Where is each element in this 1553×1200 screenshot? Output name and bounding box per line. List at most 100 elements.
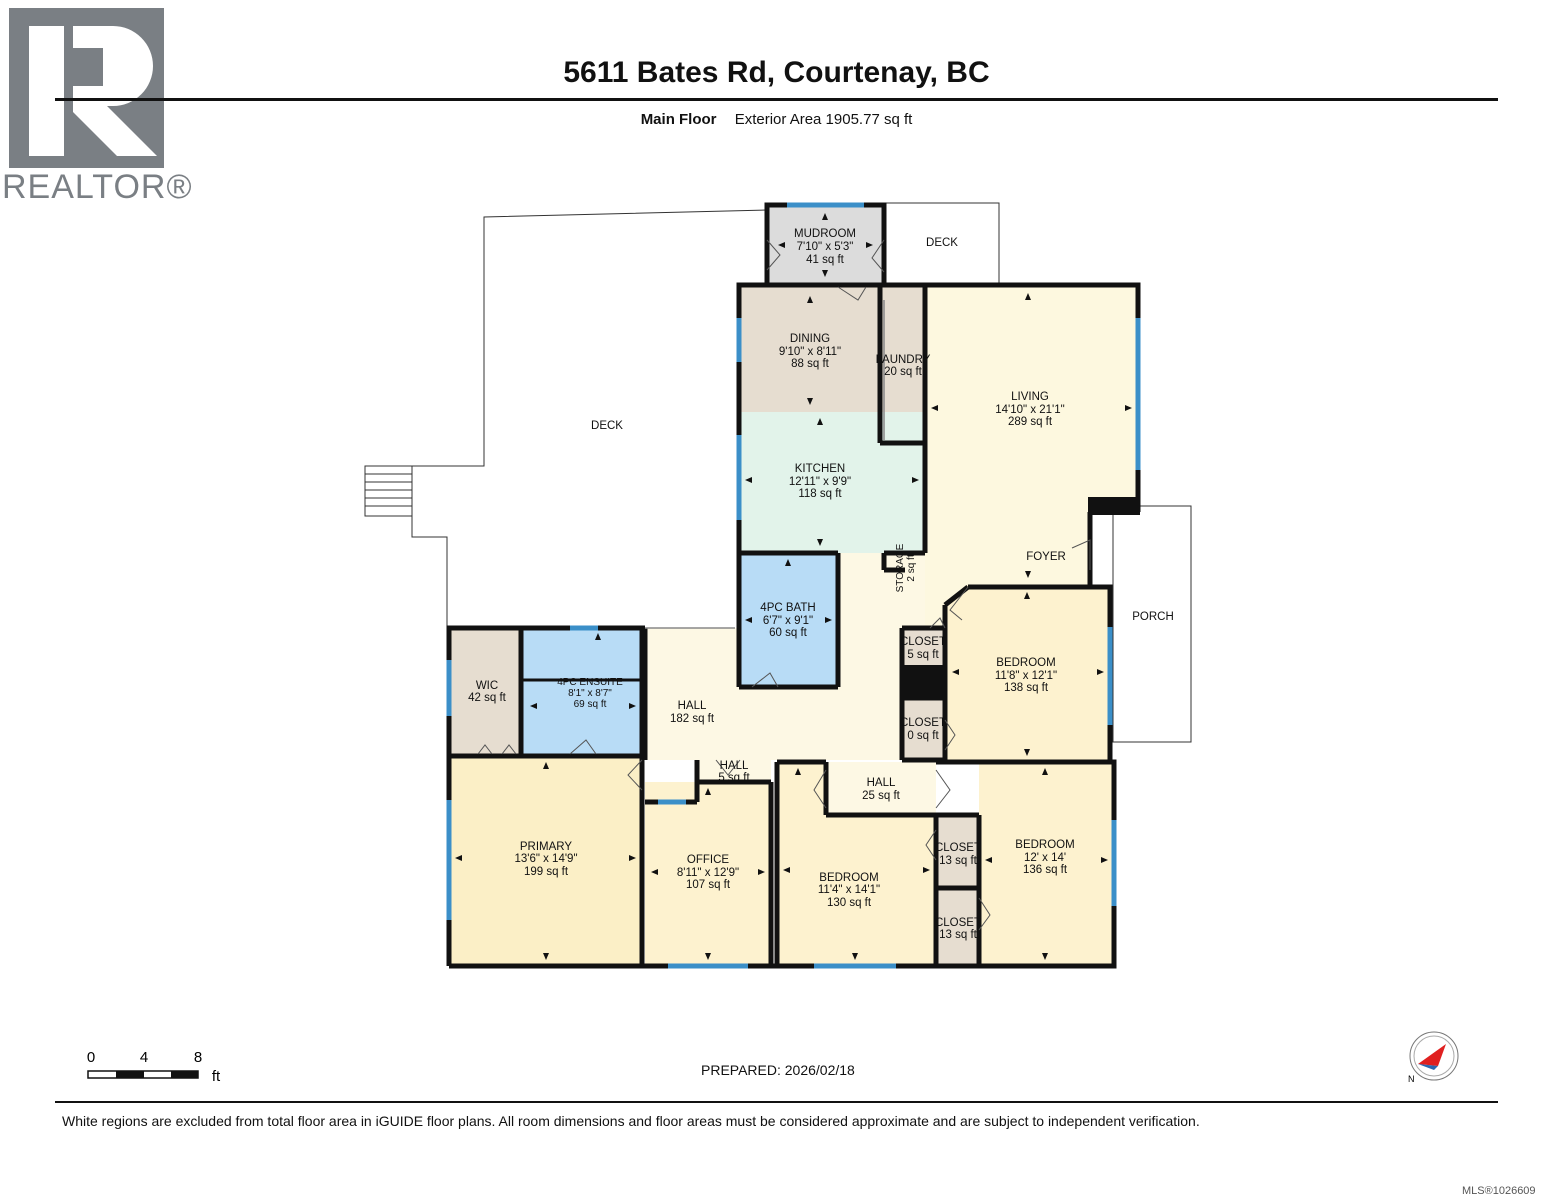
dining-fill bbox=[739, 287, 880, 412]
ensuite-name: 4PC ENSUITE bbox=[557, 677, 623, 688]
ensuite-dims: 8'1" x 8'7" bbox=[568, 688, 612, 699]
office-fill bbox=[645, 782, 771, 966]
dining-dims: 9'10" x 8'11" bbox=[779, 346, 841, 358]
deck-stairs bbox=[364, 465, 413, 517]
closet3-name: CLOSET bbox=[935, 842, 981, 854]
closet1-fill bbox=[902, 628, 943, 666]
floor-label: Main Floor bbox=[640, 111, 717, 128]
scale-tick-0: 0 bbox=[87, 1049, 95, 1066]
room-bath: 4PC BATH 6'7" x 9'1" 60 sq ft bbox=[760, 602, 815, 639]
closet2-name: CLOSET bbox=[900, 717, 946, 729]
bedroom1-area: 138 sq ft bbox=[1004, 682, 1049, 694]
kitchen-fill bbox=[739, 412, 925, 553]
room-closet1: CLOSET 5 sq ft bbox=[900, 636, 946, 661]
closet4-fill bbox=[936, 888, 979, 966]
wall-block-closet bbox=[903, 665, 943, 699]
scale-tick-8: 8 bbox=[194, 1049, 202, 1066]
kitchen-dims: 12'11" x 9'9" bbox=[789, 476, 851, 488]
ensuite-area: 69 sq ft bbox=[574, 699, 607, 710]
hall-main-area: 182 sq ft bbox=[670, 713, 715, 725]
hall-mid-area: 25 sq ft bbox=[862, 790, 901, 802]
room-hall-main: HALL 182 sq ft bbox=[670, 700, 715, 725]
bedroom1-fill bbox=[943, 585, 1112, 762]
porch-outline bbox=[1112, 505, 1192, 743]
deck-main-label: DECK bbox=[591, 420, 623, 432]
closet4-name: CLOSET bbox=[935, 917, 981, 929]
closet2-fill bbox=[902, 698, 943, 760]
bedroom1-name: BEDROOM bbox=[996, 657, 1055, 669]
living-dims: 14'10" x 21'1" bbox=[995, 404, 1064, 416]
room-closet4: CLOSET 13 sq ft bbox=[935, 917, 981, 941]
doors bbox=[477, 239, 1091, 931]
deck-top-label: DECK bbox=[926, 237, 958, 249]
wic-area: 42 sq ft bbox=[468, 692, 507, 704]
mudroom-area: 41 sq ft bbox=[806, 254, 845, 266]
scale-unit: ft bbox=[212, 1068, 221, 1085]
living-fill bbox=[925, 287, 1138, 628]
bedroom2-area: 130 sq ft bbox=[827, 897, 872, 909]
prepared-date: PREPARED: 2026/02/18 bbox=[701, 1062, 855, 1078]
room-wic: WIC 42 sq ft bbox=[468, 680, 507, 704]
closet1-area: 5 sq ft bbox=[907, 649, 939, 661]
disclaimer: White regions are excluded from total fl… bbox=[62, 1113, 1200, 1129]
primary-fill bbox=[449, 756, 642, 966]
bath-dims: 6'7" x 9'1" bbox=[763, 615, 813, 627]
room-ensuite: 4PC ENSUITE 8'1" x 8'7" 69 sq ft bbox=[557, 677, 623, 710]
hall-small-fill bbox=[697, 760, 771, 782]
bedroom3-area: 136 sq ft bbox=[1023, 864, 1068, 876]
porch-label: PORCH bbox=[1132, 611, 1174, 623]
primary-name: PRIMARY bbox=[520, 841, 573, 853]
hall-mid-name: HALL bbox=[867, 777, 896, 789]
closet1-name: CLOSET bbox=[900, 636, 946, 648]
room-living: LIVING 14'10" x 21'1" 289 sq ft bbox=[995, 391, 1064, 428]
realtor-logo bbox=[9, 8, 164, 168]
closet3-fill bbox=[936, 815, 979, 888]
closet2-area: 0 sq ft bbox=[907, 730, 939, 742]
room-closet3: CLOSET 13 sq ft bbox=[935, 842, 981, 867]
compass-icon: N bbox=[1408, 1031, 1459, 1084]
wic-fill bbox=[449, 628, 521, 754]
wic-name: WIC bbox=[476, 680, 498, 692]
bath-area: 60 sq ft bbox=[769, 627, 808, 639]
storage-name: STORAGE bbox=[895, 543, 906, 592]
room-bedroom1: BEDROOM 11'8" x 12'1" 138 sq ft bbox=[995, 657, 1057, 694]
room-primary: PRIMARY 13'6" x 14'9" 199 sq ft bbox=[514, 841, 577, 878]
room-storage: STORAGE 2 sq ft bbox=[895, 543, 917, 592]
dining-name: DINING bbox=[790, 333, 830, 345]
bedroom3-name: BEDROOM bbox=[1015, 839, 1074, 851]
dining-area: 88 sq ft bbox=[791, 358, 830, 370]
mudroom-dims: 7'10" x 5'3" bbox=[797, 241, 854, 253]
wall-block-living bbox=[1088, 497, 1140, 515]
bath-fill bbox=[739, 553, 838, 687]
bedroom1-dims: 11'8" x 12'1" bbox=[995, 670, 1057, 682]
scale-tick-4: 4 bbox=[140, 1049, 148, 1066]
office-area: 107 sq ft bbox=[686, 879, 731, 891]
bedroom3-dims: 12' x 14' bbox=[1024, 852, 1066, 864]
room-hall-mid: HALL 25 sq ft bbox=[862, 777, 901, 802]
bedroom2-fill bbox=[777, 762, 936, 966]
hall-fill bbox=[645, 553, 925, 760]
laundry-name: LAUNDRY bbox=[876, 354, 931, 366]
living-name: LIVING bbox=[1011, 391, 1049, 403]
realtor-wordmark: REALTOR® bbox=[2, 168, 193, 206]
header-divider bbox=[55, 98, 1498, 101]
hall-main-name: HALL bbox=[678, 700, 707, 712]
room-dining: DINING 9'10" x 8'11" 88 sq ft bbox=[779, 333, 841, 370]
deck-outline-main bbox=[364, 209, 768, 628]
bedroom2-name: BEDROOM bbox=[819, 872, 878, 884]
footer-divider bbox=[55, 1101, 1498, 1103]
office-name: OFFICE bbox=[687, 854, 729, 866]
ensuite-fill bbox=[521, 628, 642, 754]
hall-small-name: HALL bbox=[720, 760, 749, 772]
room-bedroom3: BEDROOM 12' x 14' 136 sq ft bbox=[1015, 839, 1074, 876]
foyer-label: FOYER bbox=[1026, 551, 1066, 563]
room-office: OFFICE 8'11" x 12'9" 107 sq ft bbox=[677, 854, 739, 891]
kitchen-area: 118 sq ft bbox=[798, 488, 842, 500]
room-laundry: LAUNDRY 20 sq ft bbox=[876, 354, 931, 378]
mudroom-name: MUDROOM bbox=[794, 228, 856, 240]
primary-area: 199 sq ft bbox=[524, 866, 569, 878]
floor-subheading: Main Floor Exterior Area 1905.77 sq ft bbox=[0, 111, 1553, 128]
bath-name: 4PC BATH bbox=[760, 602, 815, 614]
office-dims: 8'11" x 12'9" bbox=[677, 867, 739, 879]
